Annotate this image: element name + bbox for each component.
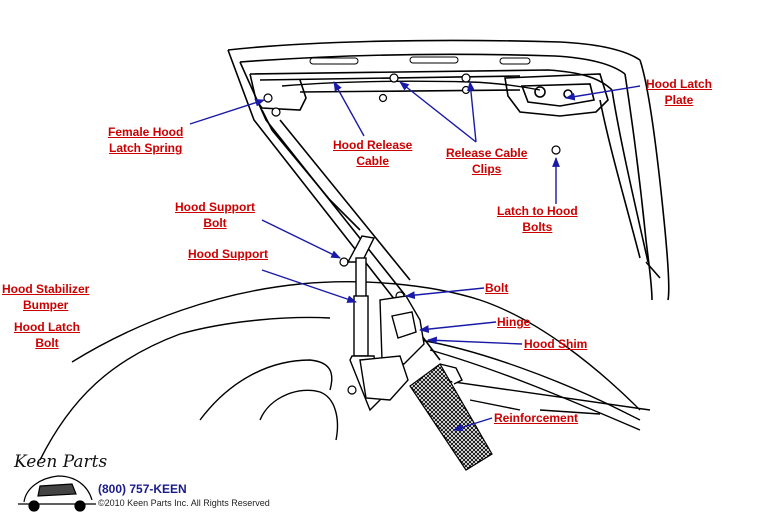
label-hood-shim: Hood Shim bbox=[524, 337, 588, 351]
copyright: ©2010 Keen Parts Inc. All Rights Reserve… bbox=[98, 498, 270, 508]
reinforcement-shape bbox=[409, 363, 493, 471]
label-hinge: Hinge bbox=[497, 315, 531, 329]
label-reinforcement: Reinforcement bbox=[494, 411, 579, 425]
body-cowl bbox=[39, 281, 651, 461]
hood-rail-slots bbox=[309, 56, 531, 65]
keen-parts-logo: Keen Parts bbox=[14, 452, 108, 472]
hood-frame bbox=[227, 39, 670, 361]
phone-number: (800) 757-KEEN bbox=[98, 482, 187, 496]
fasteners bbox=[263, 73, 561, 395]
label-bolt: Bolt bbox=[485, 281, 509, 295]
leader-arrows bbox=[189, 81, 641, 432]
release-cable-line bbox=[281, 80, 541, 91]
keen-parts-logo-car bbox=[18, 475, 96, 512]
label-hood-support: Hood Support bbox=[188, 247, 268, 261]
